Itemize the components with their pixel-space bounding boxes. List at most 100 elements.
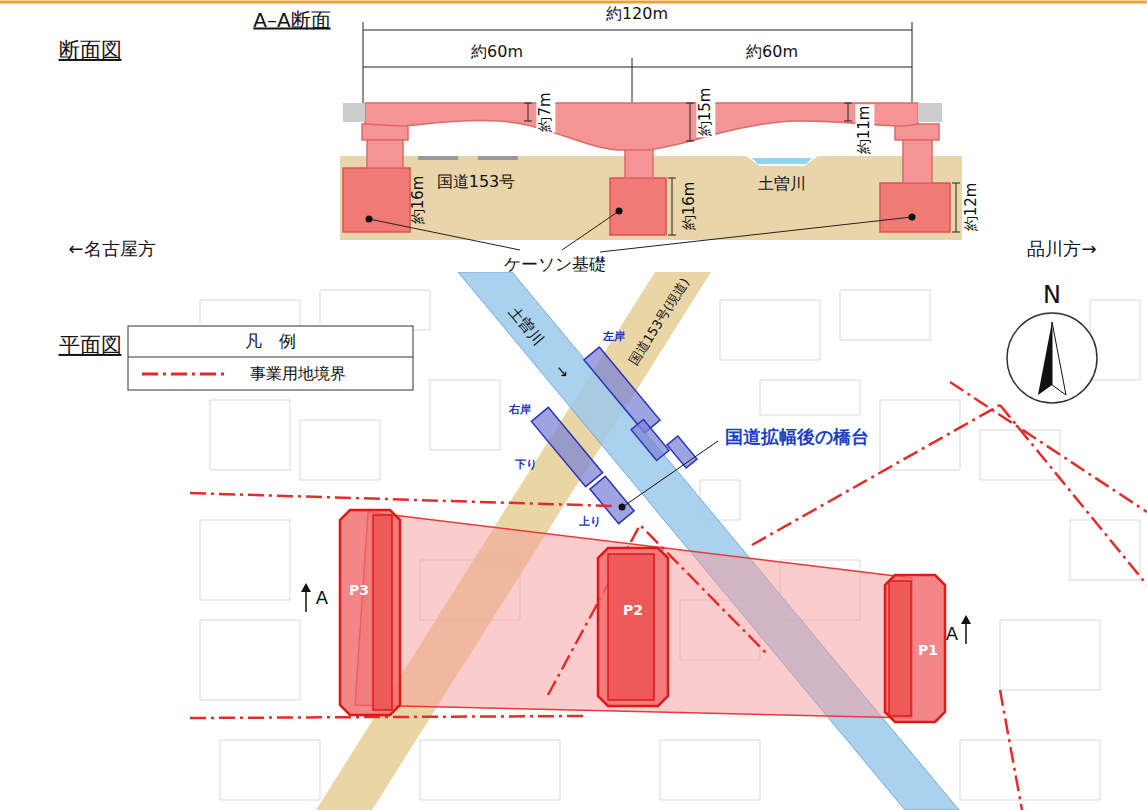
dimension-line [524, 103, 960, 235]
dimension-line [668, 235, 676, 236]
map-background [200, 290, 1140, 800]
abutment-plan [531, 347, 697, 524]
callout-label: 国道拡幅後の橋台 [725, 427, 869, 448]
section-arrow [305, 590, 307, 612]
legend-box [128, 326, 413, 390]
leader-dot [619, 504, 626, 511]
lane-label: 上り [579, 516, 601, 529]
dimension: 約16m [681, 182, 698, 231]
pier-outline [340, 510, 400, 715]
dimension-line [912, 22, 913, 103]
abutment-plan [631, 420, 669, 461]
pier-plan: P3 [340, 510, 400, 715]
dimension: 約16m [410, 176, 427, 225]
section-heading: 平面図 [59, 333, 122, 357]
section-name: A–A断面 [253, 9, 330, 32]
dimension: 約7m [536, 91, 555, 132]
dimension-line [672, 178, 673, 235]
caisson-foundation [880, 183, 950, 232]
legend-sample [142, 373, 228, 376]
dimension-line [528, 103, 529, 121]
pier-core [889, 581, 911, 716]
leader-line [600, 217, 912, 252]
leader-dot [616, 208, 623, 215]
dimension-line [686, 103, 694, 104]
pier-shape [340, 510, 400, 715]
section-arrow [301, 583, 311, 592]
leader-dot [909, 214, 916, 221]
dimension-line [844, 103, 852, 104]
section-heading: 断面図 [59, 38, 122, 62]
pier-column [903, 140, 932, 183]
dimension-line [363, 22, 912, 103]
dimension-line [956, 183, 957, 232]
dimension: 約15m [696, 87, 715, 138]
north-mark: N [1043, 282, 1061, 310]
abutment-plan [531, 407, 602, 486]
road-surface [418, 156, 458, 160]
legend-box [128, 357, 413, 358]
dimension-line [668, 178, 676, 179]
callout-label: ケーソン基礎 [504, 255, 606, 275]
section-mark: A [946, 624, 958, 645]
north-arrow [1007, 313, 1097, 403]
river-name: 土曽川 [758, 175, 806, 193]
legend-box [128, 326, 413, 390]
road-name: 国道153号(現道) [627, 276, 693, 368]
road-name: 国道153号 [437, 173, 516, 191]
abutment-plan [584, 347, 660, 433]
north-arrow [1052, 322, 1066, 395]
site-boundary [1000, 690, 1022, 810]
dimension-line [363, 67, 912, 68]
pier-column [367, 140, 403, 168]
dimension: 約12m [963, 183, 980, 232]
river-name: 土曽川 [505, 303, 547, 349]
dimension-line [952, 183, 960, 184]
leader-dot [366, 216, 373, 223]
site-boundary [190, 716, 585, 718]
north-arrow [1038, 322, 1052, 395]
dimension-line [686, 141, 694, 142]
dimension: 約60m [746, 43, 798, 61]
leader-dot [366, 208, 916, 223]
flow-arrow: → [551, 362, 572, 383]
caisson-foundation [343, 168, 410, 232]
leader-line [369, 211, 912, 252]
dimension-line [848, 103, 849, 121]
caisson-foundation [610, 178, 666, 235]
pier-column [625, 149, 653, 178]
section-mark: A [316, 588, 328, 609]
lane-label: 下り [515, 459, 537, 472]
direction-label: 品川方→ [1027, 239, 1096, 260]
dimension-line [363, 30, 912, 31]
abutment-plan [667, 436, 697, 468]
leader-line [624, 441, 718, 506]
pier-plan: P1 [885, 575, 945, 722]
dimension: 約60m [471, 43, 523, 61]
dimension-line [690, 103, 691, 141]
legend-text: 事業用地境界 [250, 365, 346, 383]
north-arrow [1007, 313, 1097, 403]
road-surface [418, 156, 518, 160]
dimension-line [524, 121, 532, 122]
pier-outline [598, 548, 668, 706]
river-water [752, 158, 812, 164]
pier-shape [885, 575, 945, 722]
dimension-line [632, 58, 633, 103]
section-arrow [965, 622, 967, 644]
site-boundary [1000, 405, 1147, 585]
dimension-line [844, 121, 852, 122]
road-surface [478, 156, 518, 160]
pier-shape [598, 548, 668, 706]
pier-plan: P2 [598, 548, 668, 706]
dimension-line [363, 22, 364, 103]
site-boundary [190, 493, 612, 506]
pier-core [608, 554, 654, 700]
leader-line [369, 219, 520, 250]
bank-label: 右岸 [509, 404, 531, 417]
pier-number: P3 [342, 582, 376, 599]
pier-number: P1 [912, 642, 944, 659]
adjacent-deck [918, 103, 942, 122]
